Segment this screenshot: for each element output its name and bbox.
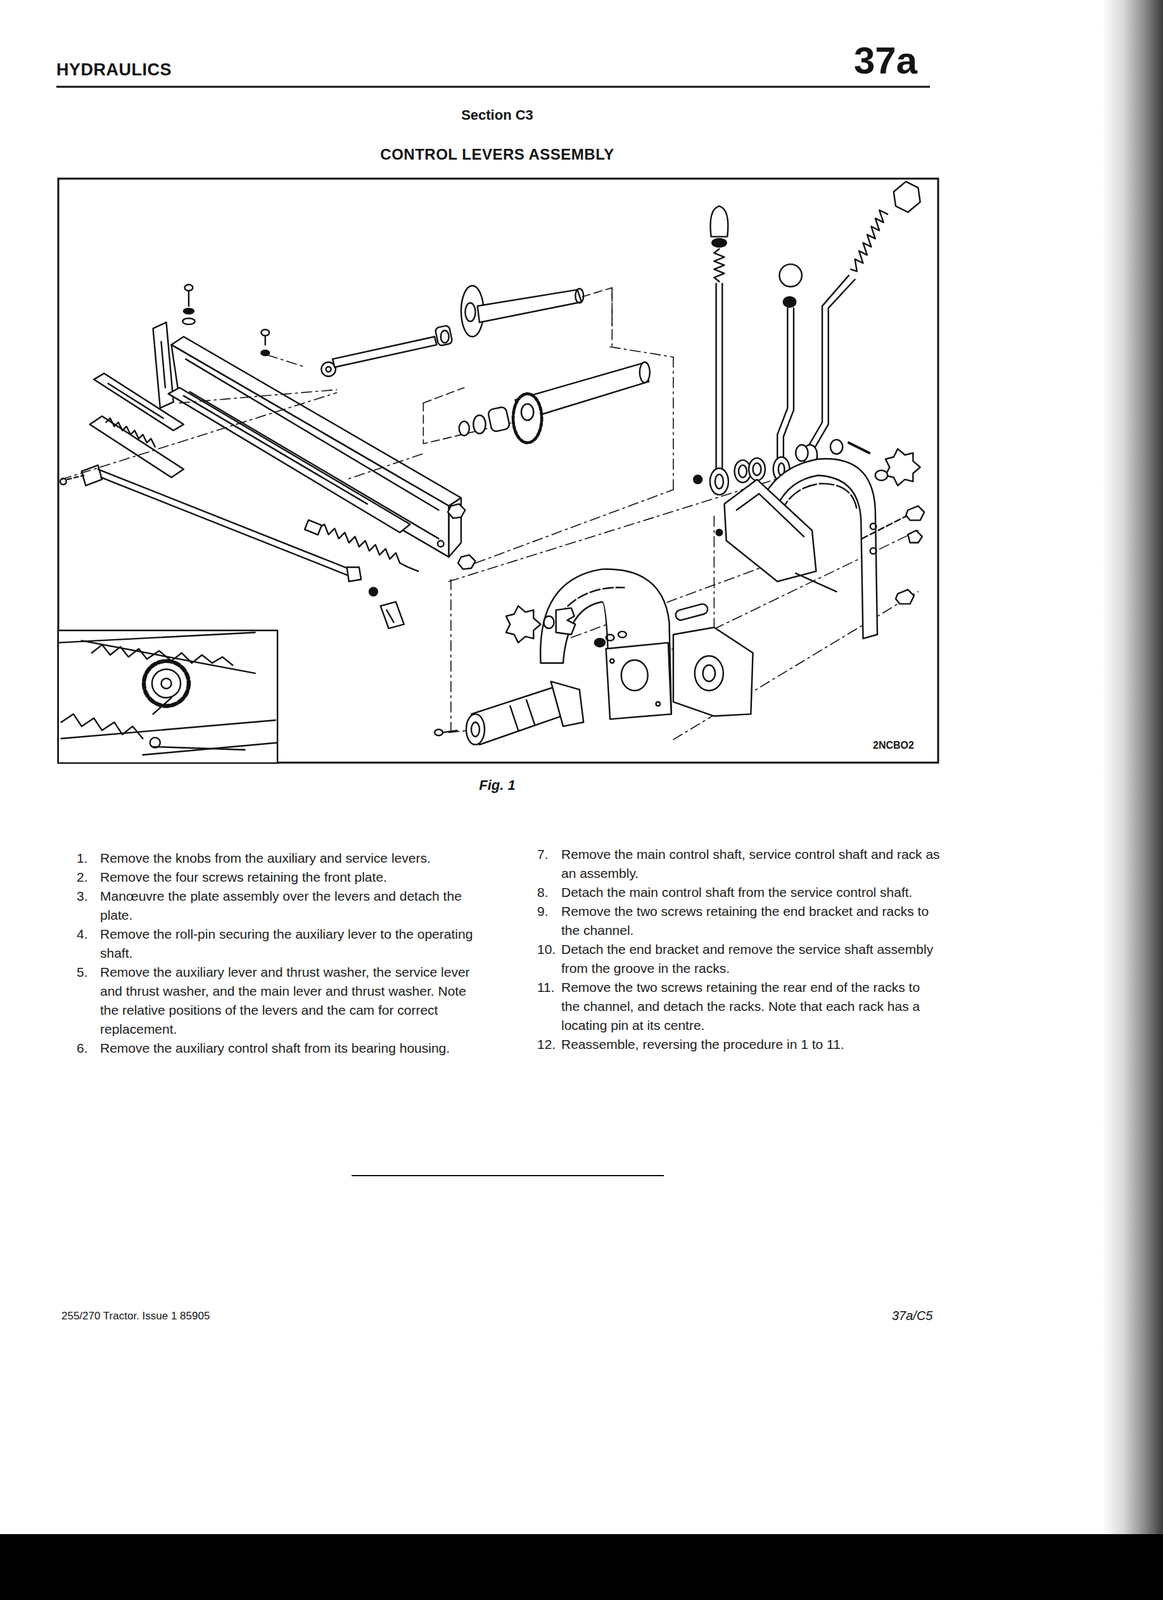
step-number: 2. bbox=[76, 867, 89, 887]
divider-rule bbox=[351, 1175, 664, 1177]
scan-border bbox=[0, 1534, 1163, 1600]
step-number: 10. bbox=[537, 940, 556, 960]
step-text: Manœuvre the plate assembly over the lev… bbox=[100, 886, 487, 925]
step-text: Remove the two screws retaining the rear… bbox=[561, 978, 942, 1036]
figure-code: 2NCBO2 bbox=[872, 739, 915, 752]
step-number: 4. bbox=[76, 924, 89, 944]
step-text: Remove the four screws retaining the fro… bbox=[100, 867, 487, 887]
step-text: Detach the main control shaft from the s… bbox=[561, 883, 942, 903]
footer-note: 255/270 Tractor. Issue 1 85905 bbox=[61, 1309, 210, 1323]
step-text: Remove the auxiliary control shaft from … bbox=[100, 1038, 487, 1058]
step-number: 7. bbox=[537, 845, 549, 865]
section-number: Section C3 bbox=[461, 107, 534, 124]
header-rule bbox=[56, 86, 930, 89]
step-number: 9. bbox=[537, 902, 549, 922]
figure-frame bbox=[58, 178, 939, 763]
step-text: Remove the roll-pin securing the auxilia… bbox=[100, 924, 487, 963]
figure-title: CONTROL LEVERS ASSEMBLY bbox=[380, 145, 614, 164]
section-heading: HYDRAULICS bbox=[56, 60, 172, 80]
step-number: 3. bbox=[76, 886, 89, 906]
scan-edge bbox=[1102, 0, 1163, 1600]
step-text: Remove the knobs from the auxiliary and … bbox=[100, 848, 487, 868]
page-number: 37a bbox=[853, 40, 918, 82]
step-text: Reassemble, reversing the procedure in 1… bbox=[561, 1035, 942, 1055]
step-number: 1. bbox=[76, 848, 89, 868]
step-number: 12. bbox=[537, 1035, 556, 1055]
step-text: Detach the end bracket and remove the se… bbox=[561, 940, 942, 979]
step-text: Remove the two screws retaining the end … bbox=[561, 902, 942, 941]
step-number: 5. bbox=[76, 962, 89, 982]
step-text: Remove the main control shaft, service c… bbox=[561, 845, 942, 884]
step-text: Remove the auxiliary lever and thrust wa… bbox=[100, 962, 487, 1039]
step-number: 6. bbox=[76, 1038, 89, 1058]
page-code: 37a/C5 bbox=[891, 1308, 934, 1324]
step-number: 11. bbox=[537, 978, 555, 998]
figure-caption: Fig. 1 bbox=[478, 777, 515, 794]
exploded-view bbox=[58, 181, 925, 764]
step-number: 8. bbox=[537, 883, 549, 903]
